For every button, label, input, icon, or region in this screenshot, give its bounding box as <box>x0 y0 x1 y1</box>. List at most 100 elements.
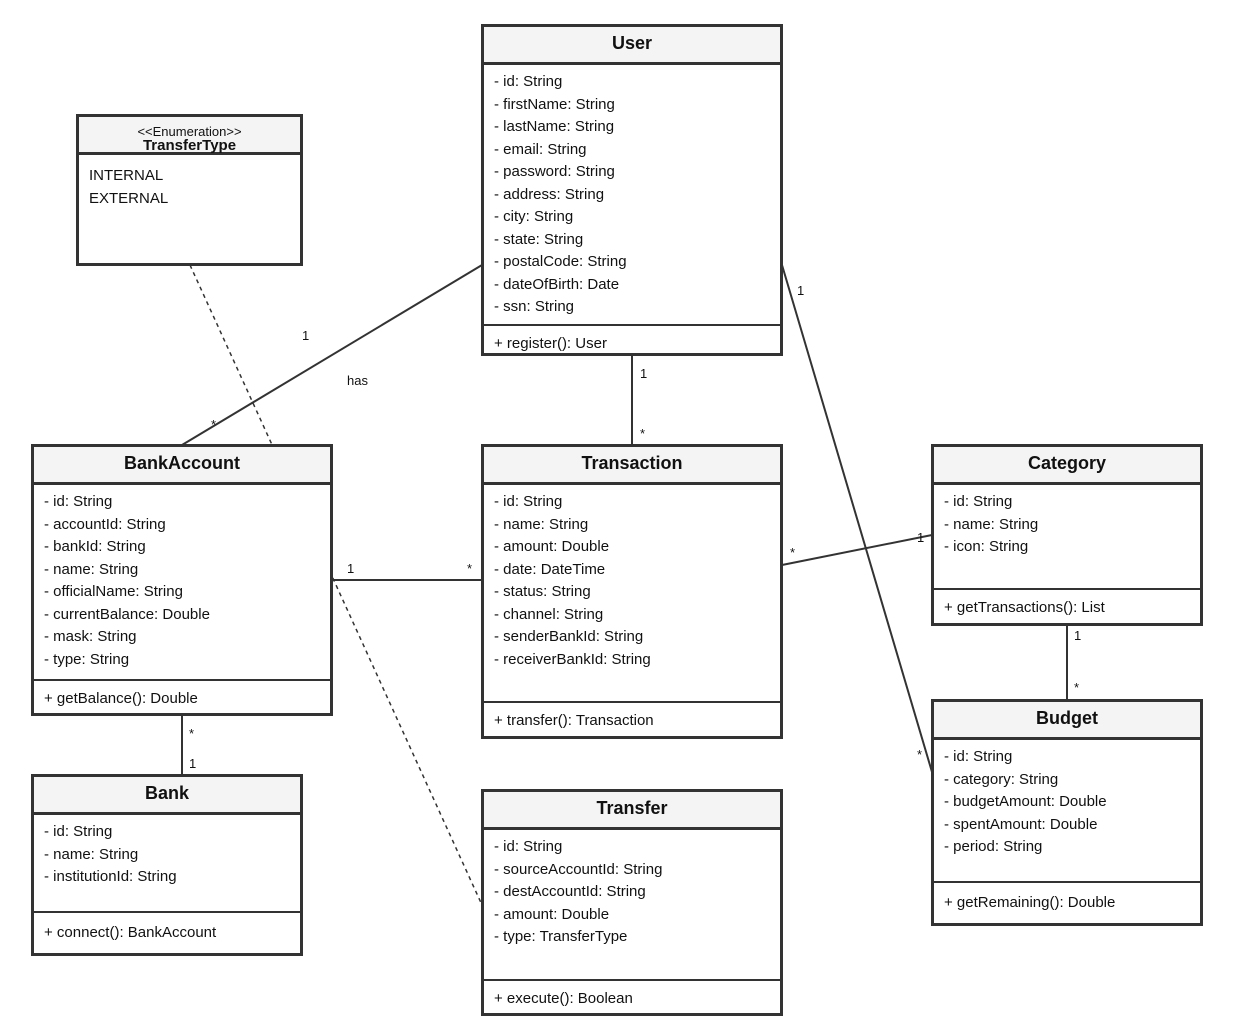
attribute: - id: String <box>944 748 1013 765</box>
attribute: - amount: Double <box>494 538 610 555</box>
enum-stereotype: <<Enumeration>> <box>137 124 242 139</box>
attribute: - firstName: String <box>494 95 615 113</box>
enum-transfertype[interactable]: <<Enumeration>> TransferType INTERNAL EX… <box>76 114 303 266</box>
attribute: - id: String <box>494 73 563 90</box>
operation: + getRemaining(): Double <box>944 894 1116 911</box>
operation: + connect(): BankAccount <box>44 924 217 941</box>
attribute: - lastName: String <box>494 118 615 135</box>
multiplicity-label: 1 <box>797 283 805 298</box>
class-name: User <box>484 27 780 65</box>
attribute: - senderBankId: String <box>494 628 644 645</box>
multiplicity-label: * <box>917 747 923 762</box>
attribute: - category: String <box>944 770 1059 788</box>
attribute: - spentAmount: Double <box>944 815 1098 833</box>
operations-section: + execute(): Boolean <box>484 981 780 1009</box>
attribute: - id: String <box>44 493 113 510</box>
attribute: - sourceAccountId: String <box>494 860 663 878</box>
attribute: - icon: String <box>944 538 1029 555</box>
attributes-section: - id: String - name: String - icon: Stri… <box>934 485 1200 590</box>
operations-section: + connect(): BankAccount <box>34 913 300 943</box>
attribute: - state: String <box>494 230 584 248</box>
attribute: - type: String <box>44 650 130 668</box>
class-bank[interactable]: Bank - id: String - name: String - insti… <box>31 774 303 956</box>
operations-section: + getBalance(): Double <box>34 681 330 709</box>
attribute: - id: String <box>944 493 1013 510</box>
user-budget-association <box>781 264 933 773</box>
attributes-section: - id: String - accountId: String - bankI… <box>34 485 330 681</box>
class-category[interactable]: Category - id: String - name: String - i… <box>931 444 1203 626</box>
multiplicity-label: * <box>790 545 796 560</box>
attributes-section: - id: String - sourceAccountId: String -… <box>484 830 780 981</box>
attribute: - name: String <box>944 515 1039 533</box>
operations-section: + getTransactions(): List <box>934 590 1200 618</box>
attribute: - name: String <box>44 560 139 578</box>
transfertype-transfer-dependency <box>189 264 483 906</box>
operations-section: + register(): User <box>484 326 780 354</box>
attributes-section: - id: String - firstName: String - lastN… <box>484 65 780 326</box>
attribute: - destAccountId: String <box>494 883 646 900</box>
multiplicity-label: 1 <box>302 328 310 343</box>
multiplicity-label: * <box>467 561 473 576</box>
class-name: Category <box>934 447 1200 485</box>
attribute: - currentBalance: Double <box>44 605 210 623</box>
attribute: - city: String <box>494 208 574 225</box>
class-transaction[interactable]: Transaction - id: String - name: String … <box>481 444 783 739</box>
attribute: - name: String <box>44 845 139 863</box>
enum-literal: INTERNAL <box>89 167 164 184</box>
class-budget[interactable]: Budget - id: String - category: String -… <box>931 699 1203 926</box>
enum-header: <<Enumeration>> TransferType <box>79 117 300 155</box>
attribute: - period: String <box>944 838 1043 855</box>
attribute: - name: String <box>494 515 589 533</box>
attributes-section: - id: String - name: String - amount: Do… <box>484 485 780 703</box>
multiplicity-label: * <box>189 726 195 741</box>
attribute: - ssn: String <box>494 298 575 315</box>
attribute: - postalCode: String <box>494 253 627 270</box>
enum-literals: INTERNAL EXTERNAL <box>79 155 300 210</box>
attribute: - receiverBankId: String <box>494 650 651 668</box>
attribute: - id: String <box>494 838 563 855</box>
class-name: Transaction <box>484 447 780 485</box>
attribute: - status: String <box>494 583 591 600</box>
attribute: - id: String <box>494 493 563 510</box>
attribute: - mask: String <box>44 628 137 645</box>
attributes-section: - id: String - category: String - budget… <box>934 740 1200 883</box>
attribute: - accountId: String <box>44 515 166 533</box>
class-name: Budget <box>934 702 1200 740</box>
class-name: BankAccount <box>34 447 330 485</box>
transaction-category-association <box>781 534 933 566</box>
attribute: - officialName: String <box>44 583 183 600</box>
multiplicity-label: 1 <box>189 756 197 771</box>
class-name: Bank <box>34 777 300 815</box>
enum-name: TransferType <box>142 137 237 154</box>
multiplicity-label: * <box>1074 680 1080 695</box>
attribute: - type: TransferType <box>494 928 628 945</box>
operation: + getBalance(): Double <box>44 690 198 707</box>
attributes-section: - id: String - name: String - institutio… <box>34 815 300 913</box>
attribute: - id: String <box>44 823 113 840</box>
operations-section: + transfer(): Transaction <box>484 703 780 731</box>
enum-literal: EXTERNAL <box>89 190 169 207</box>
operation: + getTransactions(): List <box>944 599 1105 616</box>
class-bankaccount[interactable]: BankAccount - id: String - accountId: St… <box>31 444 333 716</box>
attribute: - dateOfBirth: Date <box>494 275 620 293</box>
multiplicity-label: 1 <box>1074 628 1082 643</box>
user-bankaccount-association <box>181 264 483 446</box>
attribute: - password: String <box>494 163 615 180</box>
attribute: - date: DateTime <box>494 560 606 578</box>
attribute: - email: String <box>494 140 587 158</box>
class-transfer[interactable]: Transfer - id: String - sourceAccountId:… <box>481 789 783 1016</box>
operations-section: + getRemaining(): Double <box>934 883 1200 913</box>
attribute: - channel: String <box>494 605 604 623</box>
attribute: - budgetAmount: Double <box>944 793 1107 810</box>
attribute: - institutionId: String <box>44 868 177 885</box>
multiplicity-label: * <box>640 426 646 441</box>
multiplicity-label: * <box>211 417 217 432</box>
class-user[interactable]: User - id: String - firstName: String - … <box>481 24 783 356</box>
multiplicity-label: 1 <box>917 530 925 545</box>
operation: + register(): User <box>494 335 607 352</box>
attribute: - amount: Double <box>494 905 610 923</box>
attribute: - bankId: String <box>44 538 146 555</box>
multiplicity-label: 1 <box>347 561 355 576</box>
multiplicity-label: 1 <box>640 366 648 381</box>
